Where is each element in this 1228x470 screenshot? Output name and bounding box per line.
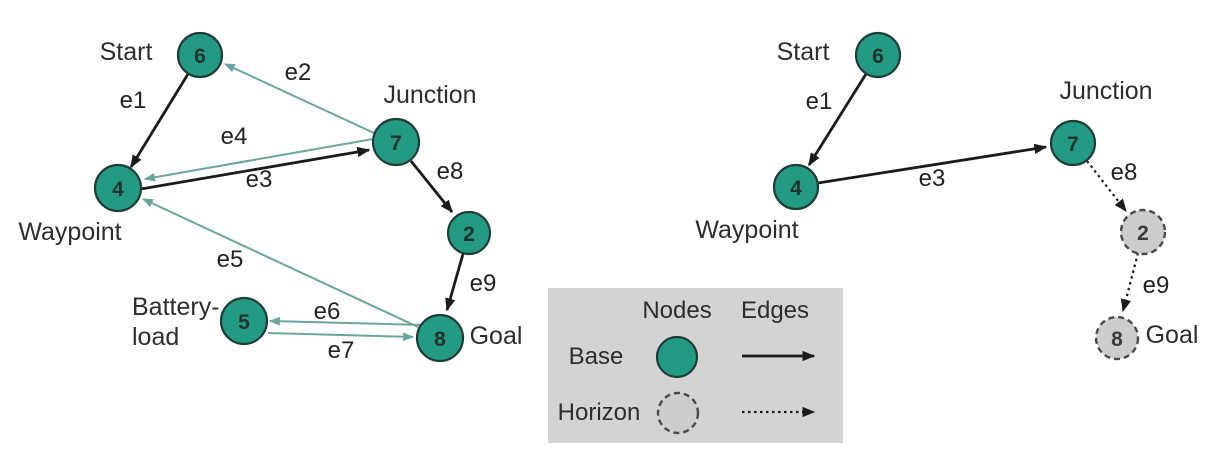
left-node-goal-label: Goal [470, 322, 523, 350]
left-node-goal-circle [415, 313, 465, 363]
right-node-goal: 8 Goal [1094, 315, 1199, 361]
right-node-waypoint: 4 Waypoint [695, 163, 820, 244]
right-node-waypoint-circle [772, 163, 820, 211]
right-edge-e1-label: e1 [806, 88, 833, 115]
left-edge-e9-label: e9 [470, 270, 497, 297]
legend-base-label: Base [569, 343, 624, 370]
legend-header-edges: Edges [741, 297, 809, 324]
left-edge-e6-label: e6 [314, 298, 341, 325]
right-node-junction-label: Junction [1059, 77, 1152, 105]
left-node-start-circle [176, 31, 224, 79]
left-edge-e8 [409, 160, 454, 214]
left-node-battery-label-line2: load [132, 323, 179, 351]
left-edge-e5 [142, 198, 419, 328]
left-node-battery-label-line1: Battery- [132, 293, 220, 321]
left-edge-e3-label: e3 [246, 166, 273, 193]
right-graph: e1 e3 e8 e9 6 Start 4 Waypoint 7 Junctio… [695, 31, 1199, 361]
left-node-battery-number: 5 [238, 311, 250, 334]
legend-horizon-node-swatch [656, 391, 700, 435]
left-node-junction-label: Junction [383, 81, 476, 109]
left-node-waypoint-number: 4 [112, 178, 124, 201]
left-node-2: 2 [446, 210, 492, 256]
left-node-waypoint-circle [93, 163, 143, 213]
right-edge-e3-label: e3 [919, 165, 946, 192]
left-edge-e4-label: e4 [221, 123, 248, 150]
left-node-waypoint: 4 Waypoint [18, 163, 143, 246]
right-node-waypoint-label: Waypoint [695, 216, 798, 244]
legend-header-nodes: Nodes [642, 297, 711, 324]
left-node-junction-number: 7 [390, 132, 402, 155]
left-edge-e7-label: e7 [328, 337, 355, 364]
right-node-goal-label: Goal [1146, 321, 1199, 349]
legend-horizon-label: Horizon [558, 399, 641, 426]
left-edge-e1-label: e1 [120, 87, 147, 114]
right-edge-e9-label: e9 [1143, 272, 1170, 299]
left-node-battery-circle [219, 296, 269, 346]
left-edge-e1 [129, 73, 190, 169]
right-node-start: 6 Start [777, 31, 902, 79]
left-node-2-number: 2 [463, 223, 475, 246]
left-edge-e3 [140, 146, 371, 191]
left-edge-e4 [143, 138, 374, 182]
right-edge-e8 [1086, 160, 1127, 213]
left-node-start: 6 Start [100, 31, 224, 79]
right-node-2-number: 2 [1137, 222, 1149, 245]
left-graph: e1 e2 e3 e4 e5 e6 e7 e8 e9 6 Start 4 Way… [18, 31, 523, 364]
left-edge-e5-label: e5 [217, 246, 244, 273]
right-node-junction-circle [1049, 119, 1097, 167]
left-edge-e7 [267, 332, 415, 342]
right-node-start-circle [854, 31, 902, 79]
right-node-2: 2 [1119, 208, 1167, 256]
right-edge-e3 [817, 143, 1048, 185]
right-node-goal-number: 8 [1111, 328, 1123, 351]
left-edge-e8-label: e8 [437, 158, 464, 185]
left-edge-e9 [445, 253, 465, 312]
left-edge-e2 [224, 63, 375, 134]
left-edge-e6 [268, 316, 425, 326]
right-edge-e9 [1120, 252, 1140, 313]
left-node-goal: 8 Goal [415, 313, 523, 363]
right-node-waypoint-number: 4 [790, 177, 802, 200]
right-node-2-circle [1119, 208, 1167, 256]
left-node-start-label: Start [100, 38, 153, 66]
legend: Nodes Edges Base Horizon [548, 288, 843, 443]
right-edge-e8-label: e8 [1111, 159, 1138, 186]
left-edge-e2-label: e2 [285, 59, 312, 86]
left-node-waypoint-label: Waypoint [18, 218, 121, 246]
left-node-junction-circle [371, 117, 421, 167]
left-node-junction: 7 Junction [371, 81, 477, 167]
right-edge-e1 [807, 73, 868, 167]
right-node-junction-number: 7 [1067, 133, 1079, 156]
left-node-battery: 5 Battery- load [132, 293, 269, 351]
left-node-start-number: 6 [194, 45, 206, 68]
right-node-junction: 7 Junction [1049, 77, 1153, 167]
right-node-start-number: 6 [872, 45, 884, 68]
left-node-2-circle [446, 210, 492, 256]
left-node-goal-number: 8 [434, 328, 446, 351]
legend-base-node-swatch [655, 335, 699, 379]
right-node-start-label: Start [777, 38, 830, 66]
right-node-goal-circle [1094, 315, 1140, 361]
